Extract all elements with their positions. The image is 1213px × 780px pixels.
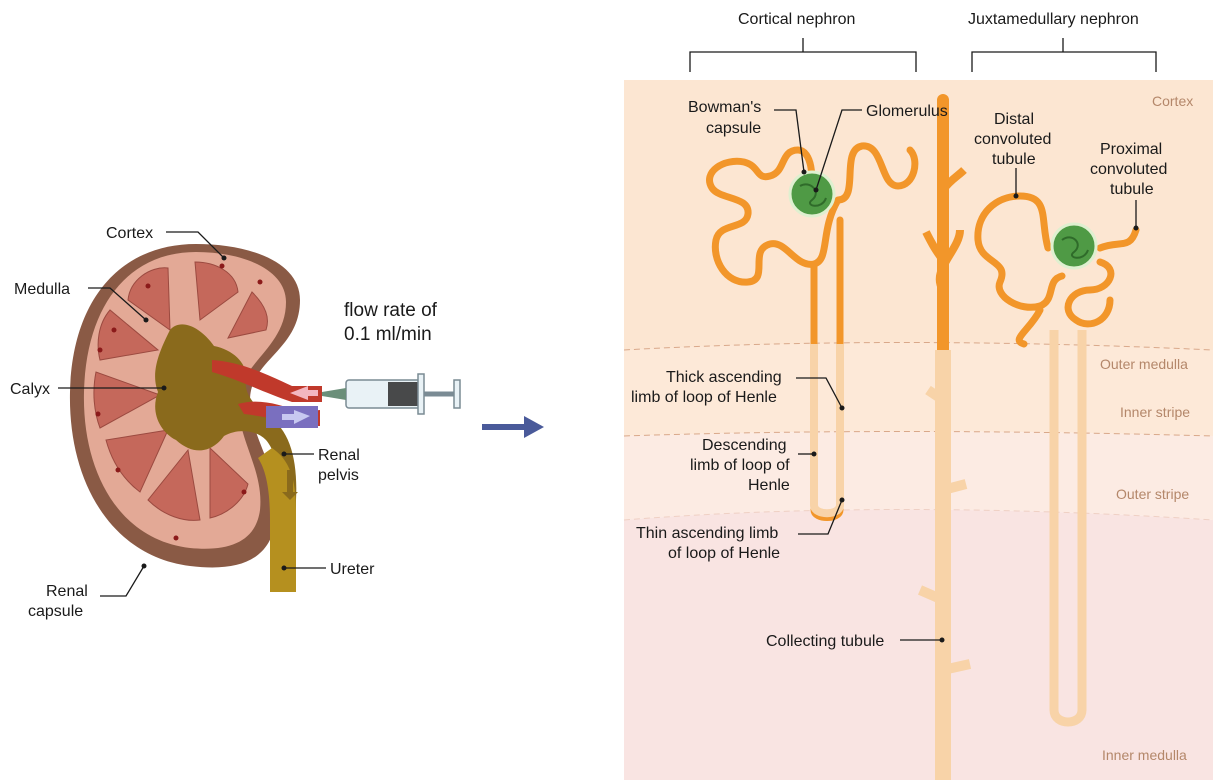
nephron-panel: Cortical nephron Juxtamedullary nephron … — [624, 11, 1213, 780]
label-proximal-3: tubule — [1110, 181, 1154, 198]
label-cortex: Cortex — [106, 225, 153, 242]
label-renal-capsule-1: Renal — [46, 583, 88, 600]
zone-label-inner-medulla: Inner medulla — [1102, 747, 1187, 763]
syringe-icon — [322, 374, 460, 414]
label-ureter: Ureter — [330, 561, 375, 578]
group-cortical-nephron: Cortical nephron — [738, 11, 855, 28]
zone-label-outer-medulla: Outer medulla — [1100, 356, 1188, 372]
zone-label-outer-stripe: Outer stripe — [1116, 486, 1189, 502]
group-juxtamedullary-nephron: Juxtamedullary nephron — [968, 11, 1139, 28]
label-thin-ascending-1: Thin ascending limb — [636, 525, 778, 542]
label-thick-ascending-1: Thick ascending — [666, 369, 782, 386]
label-descending-1: Descending — [702, 437, 787, 454]
label-proximal-2: convoluted — [1090, 161, 1167, 178]
label-proximal-1: Proximal — [1100, 141, 1162, 158]
label-bowmans-2: capsule — [706, 120, 761, 137]
label-distal-2: convoluted — [974, 131, 1051, 148]
label-renal-pelvis-2: pelvis — [318, 467, 359, 484]
label-bowmans-1: Bowman's — [688, 99, 761, 116]
label-collecting-tubule: Collecting tubule — [766, 633, 884, 650]
label-medulla: Medulla — [14, 281, 70, 298]
label-thin-ascending-2: of loop of Henle — [668, 545, 780, 562]
transition-arrow-icon — [482, 416, 544, 438]
label-distal-3: tubule — [992, 151, 1036, 168]
zone-label-inner-stripe: Inner stripe — [1120, 404, 1190, 420]
label-thick-ascending-2: limb of loop of Henle — [631, 389, 777, 406]
zone-label-cortex: Cortex — [1152, 93, 1193, 109]
label-calyx: Calyx — [10, 381, 50, 398]
label-descending-3: Henle — [748, 477, 790, 494]
flow-rate-line-1: flow rate of — [344, 300, 438, 321]
juxtamedullary-glomerulus-shape — [1052, 224, 1096, 268]
label-renal-pelvis-1: Renal — [318, 447, 360, 464]
cortical-glomerulus-shape — [790, 172, 834, 216]
label-renal-capsule-2: capsule — [28, 603, 83, 620]
label-descending-2: limb of loop of — [690, 457, 790, 474]
kidney-illustration: Cortex Medulla Calyx Renal capsule Renal… — [10, 225, 460, 620]
label-glomerulus: Glomerulus — [866, 103, 948, 120]
flow-rate-line-2: 0.1 ml/min — [344, 324, 432, 345]
label-distal-1: Distal — [994, 111, 1034, 128]
